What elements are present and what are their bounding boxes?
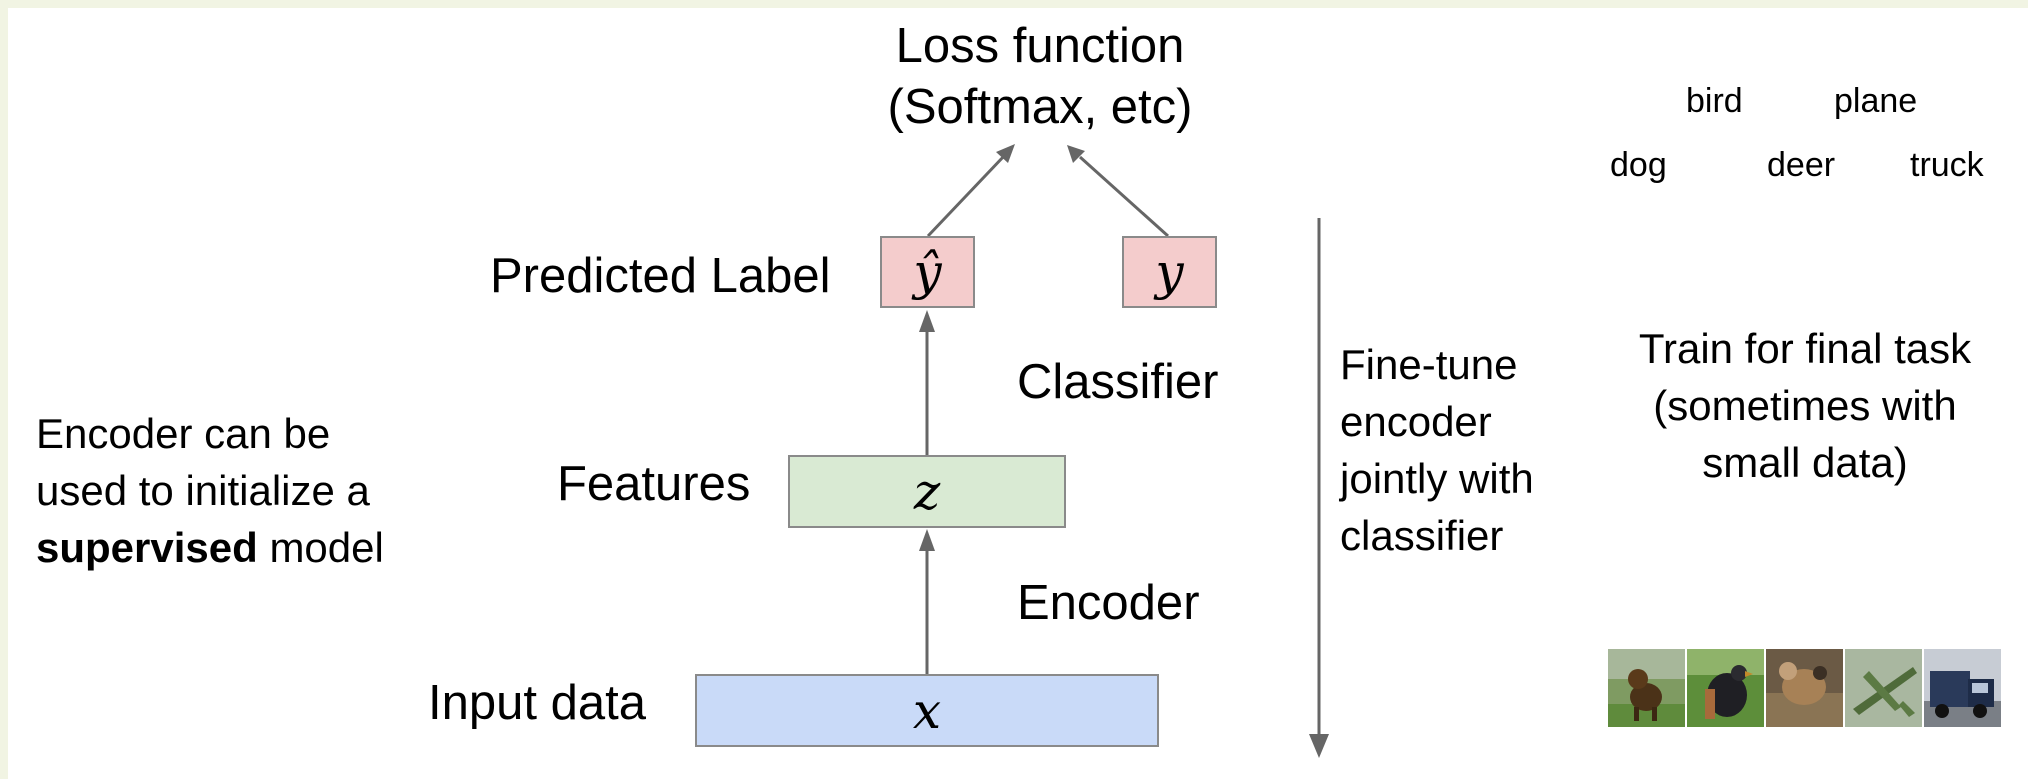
arrow-y-to-loss-head [1067, 145, 1085, 163]
sample-images [1608, 649, 2001, 727]
left-band [0, 0, 8, 779]
left-note-bold: supervised [36, 524, 258, 571]
true-label-symbol: y [1155, 243, 1184, 301]
classifier-label: Classifier [1017, 355, 1219, 409]
features-symbol: z [913, 462, 941, 521]
encoder-label: Encoder [1017, 576, 1200, 630]
final-task-line1: Train for final task [1638, 325, 1972, 372]
features-box: z [788, 455, 1066, 528]
input-data-text: Input data [428, 676, 646, 730]
loss-function-subtitle: (Softmax, etc) [887, 80, 1193, 134]
features-text: Features [557, 457, 751, 511]
truck-photo [1924, 649, 2001, 727]
left-note-rest: model [257, 524, 384, 571]
predicted-label-text: Predicted Label [490, 249, 831, 303]
arrow-yhat-to-loss-head [996, 144, 1015, 163]
arrow-yhat-to-loss [926, 153, 1007, 238]
class-label-deer: deer [1767, 146, 1836, 184]
arrow-x-to-z-head [919, 529, 935, 551]
arrow-z-to-yhat-head [919, 310, 935, 332]
true-label-box: y [1122, 236, 1217, 308]
plane-photo [1845, 649, 1922, 727]
left-note-line3: supervised model [36, 519, 384, 576]
left-note-line2: used to initialize a [36, 467, 370, 514]
dog-photo [1608, 649, 1685, 727]
loss-function-title: Loss function [895, 19, 1185, 73]
deer-photo [1766, 649, 1843, 727]
finetune-line1: Fine-tune [1340, 341, 1518, 388]
final-task-line2: (sometimes with [1653, 382, 1957, 429]
input-data-box: x [695, 674, 1159, 747]
input-data-symbol: x [912, 681, 942, 740]
finetune-arrow-head [1309, 734, 1329, 758]
predicted-label-symbol: ŷ [913, 243, 942, 301]
final-task-line3: small data) [1702, 439, 1908, 486]
class-label-bird: bird [1686, 82, 1743, 120]
left-note-line1: Encoder can be [36, 410, 331, 457]
finetune-line3: jointly with [1340, 455, 1534, 502]
finetune-line4: classifier [1340, 512, 1504, 559]
class-label-truck: truck [1910, 146, 1984, 184]
finetune-line2: encoder [1340, 398, 1492, 445]
predicted-label-box: ŷ [880, 236, 975, 308]
class-label-plane: plane [1834, 82, 1918, 120]
class-label-dog: dog [1610, 146, 1667, 184]
bird-photo [1687, 649, 1764, 727]
top-band [0, 0, 2028, 8]
arrow-y-to-loss [1078, 155, 1170, 238]
